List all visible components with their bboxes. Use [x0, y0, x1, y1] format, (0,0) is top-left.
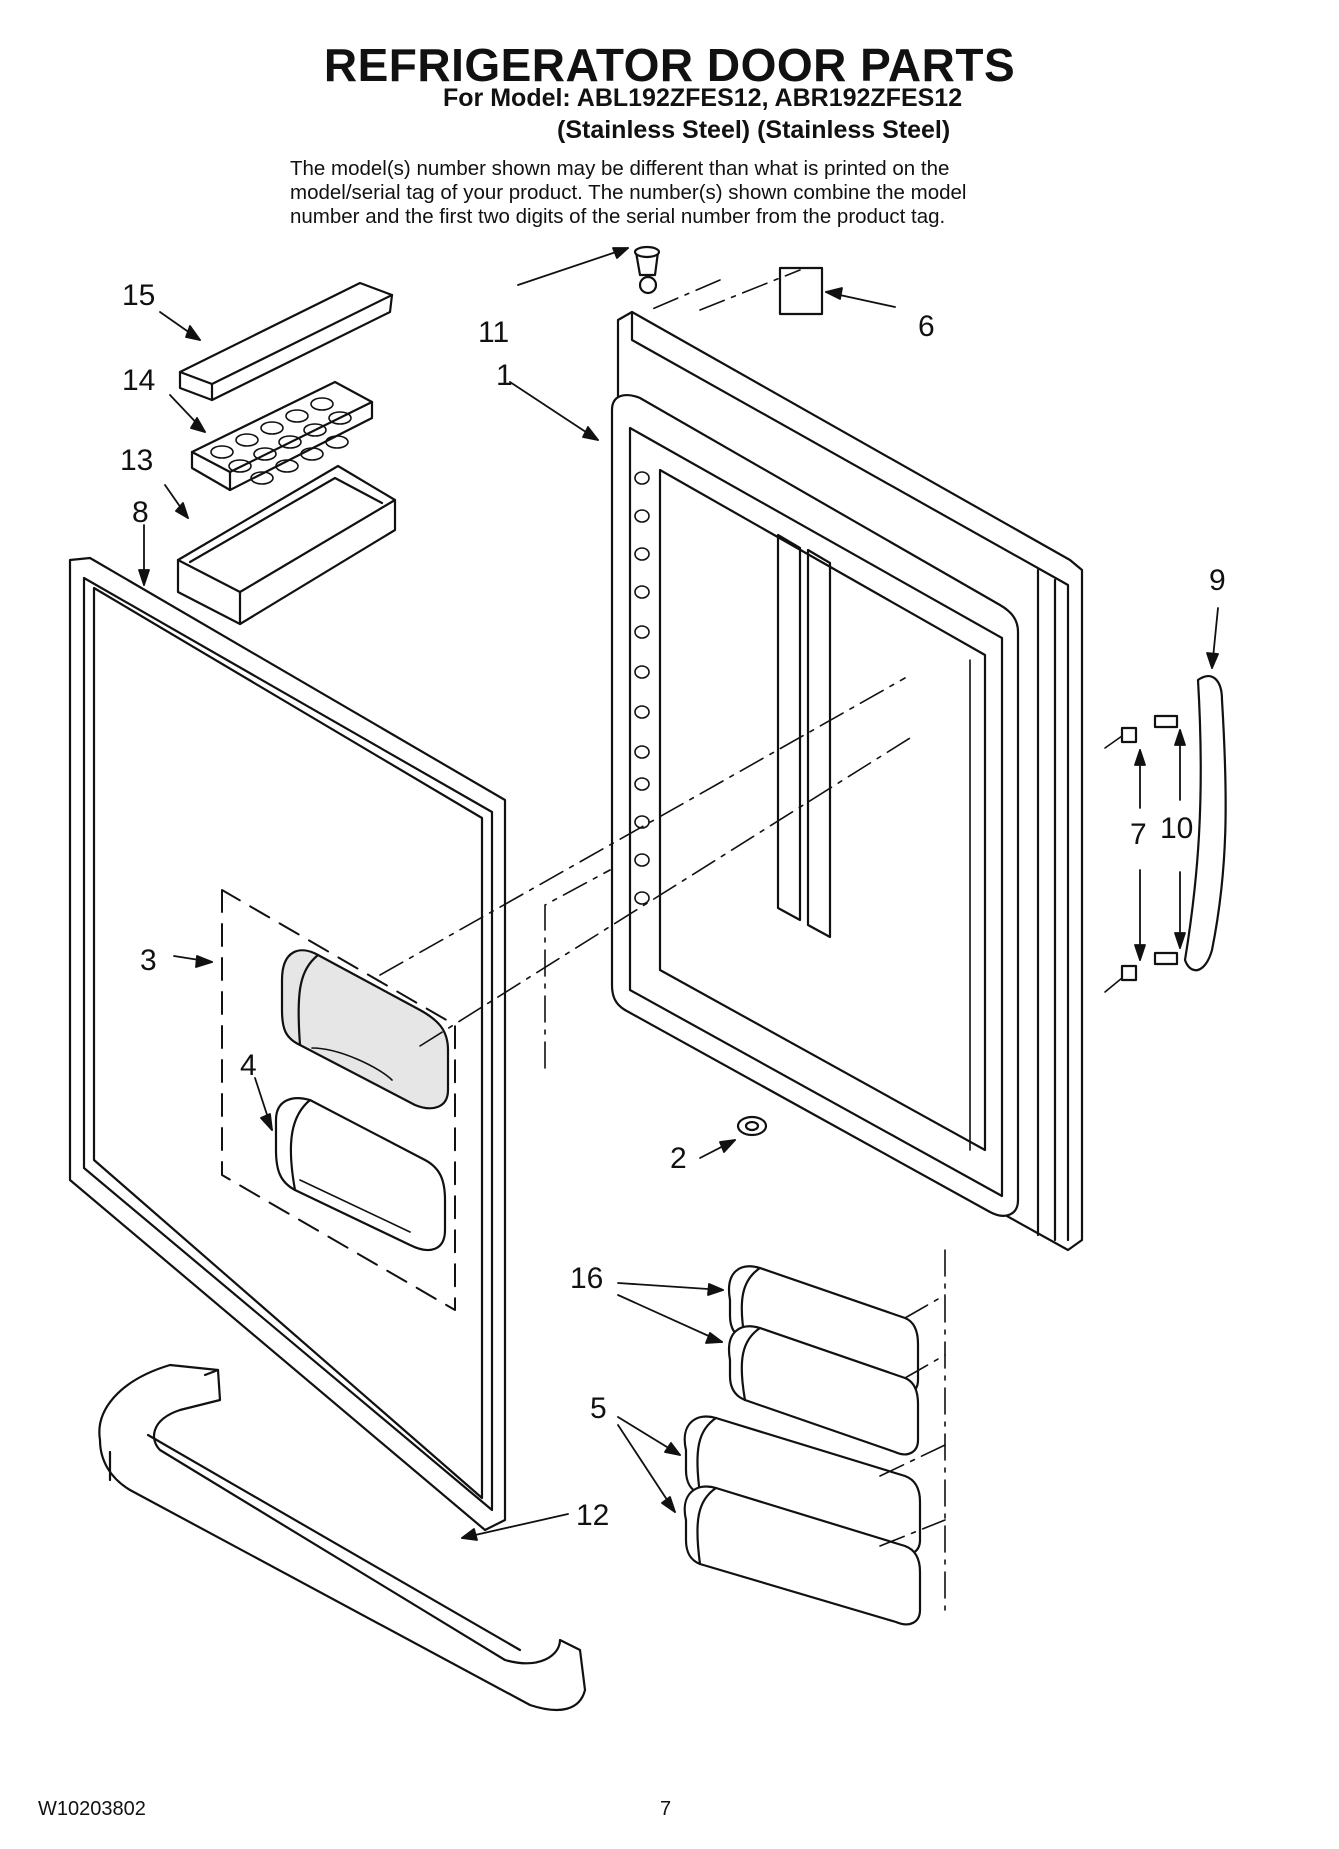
model-finish-line: (Stainless Steel) (Stainless Steel) — [557, 116, 951, 144]
dispenser-group-outline — [221, 889, 456, 1311]
callout-7: 7 — [1130, 818, 1147, 851]
part-2-plug — [736, 1115, 768, 1137]
callout-3: 3 — [140, 944, 157, 977]
part-6-label — [778, 266, 824, 316]
page-title: REFRIGERATOR DOOR PARTS — [323, 39, 1016, 91]
callout-8: 8 — [132, 496, 149, 529]
callout-4: 4 — [240, 1049, 257, 1082]
assembly-lines — [379, 269, 1123, 1611]
part-14-egg-tray — [190, 380, 374, 492]
callout-2: 2 — [670, 1142, 687, 1175]
document-number: W10203802 — [38, 1798, 146, 1820]
callout-1: 1 — [496, 359, 513, 392]
model-note: The model(s) number shown may be differe… — [290, 157, 1090, 229]
callout-11: 11 — [478, 316, 509, 349]
part-3-cover — [280, 949, 450, 1110]
callout-13: 13 — [120, 444, 153, 477]
leader-arrows — [138, 247, 1219, 1541]
part-16-door-bins — [727, 1265, 920, 1456]
callout-15: 15 — [122, 279, 155, 312]
part-8-door-liner — [68, 556, 507, 1532]
part-13-dairy-bin — [176, 464, 397, 626]
part-5-door-bins — [683, 1415, 922, 1626]
callout-labels: 15 14 13 8 11 1 6 9 7 10 3 4 2 16 5 12 — [120, 279, 1226, 1532]
part-15-shelf-cover — [178, 281, 394, 402]
callout-9: 9 — [1209, 564, 1226, 597]
part-11-bushing — [633, 245, 661, 277]
note-line: number and the first two digits of the s… — [290, 205, 946, 228]
part-4-bin — [274, 1097, 447, 1252]
callout-10: 10 — [1160, 812, 1193, 845]
callout-6: 6 — [918, 310, 935, 343]
callout-12: 12 — [576, 1499, 609, 1532]
part-7-10-screws — [1120, 714, 1179, 982]
part-12-door-shelf — [98, 1363, 587, 1712]
note-line: model/serial tag of your product. The nu… — [290, 181, 967, 204]
model-line: For Model: ABL192ZFES12, ABR192ZFES12 — [443, 84, 963, 112]
callout-5: 5 — [590, 1392, 607, 1425]
callout-14: 14 — [122, 364, 155, 397]
page-number: 7 — [660, 1798, 672, 1820]
part-9-door-handle — [1183, 675, 1227, 972]
part-1-door-assembly — [610, 275, 1084, 1252]
note-line: The model(s) number shown may be differe… — [290, 157, 950, 180]
callout-16: 16 — [570, 1262, 603, 1295]
